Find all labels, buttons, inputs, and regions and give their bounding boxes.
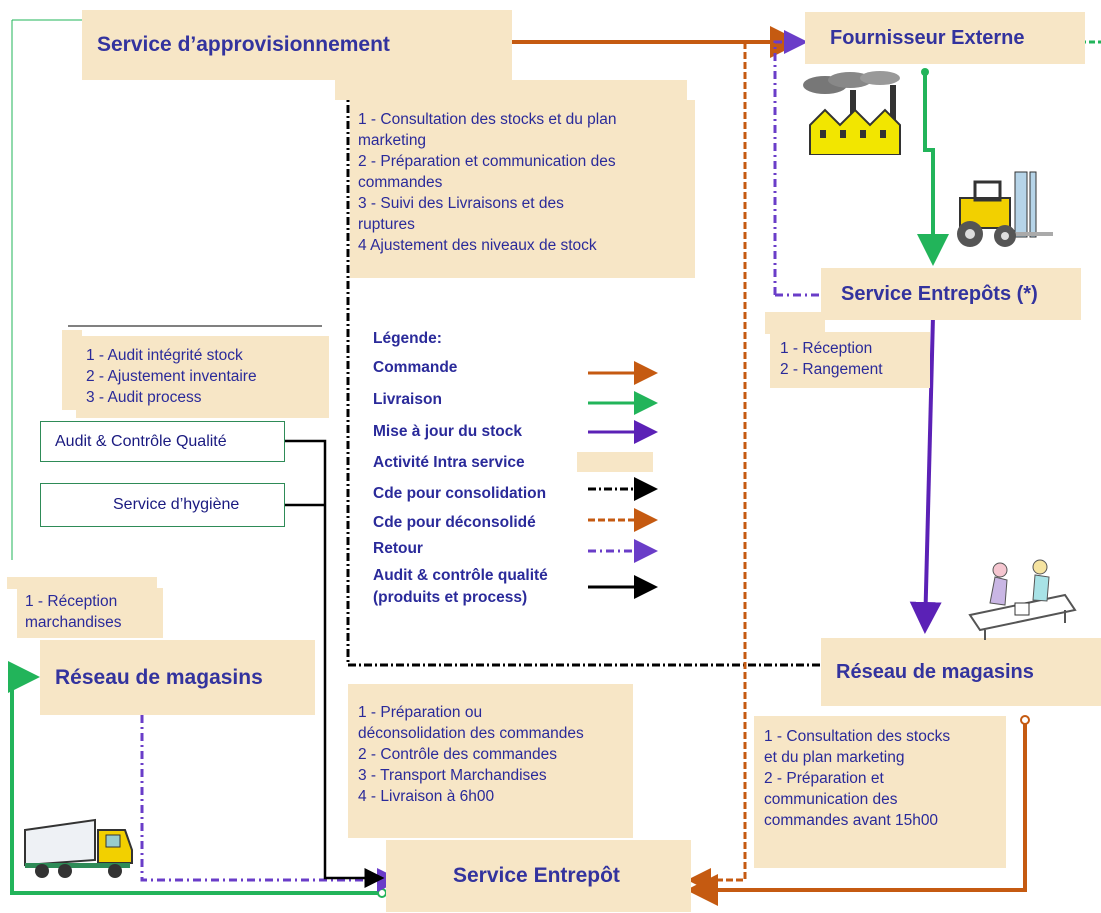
note-line: 3 - Transport Marchandises [358,767,547,784]
note-reseau-left-tab [7,577,157,589]
note-line: 3 - Suivi des Livraisons et des [358,195,564,212]
note-line: ruptures [358,216,415,233]
legend-label-audit: Audit & contrôle qualité [373,567,548,584]
note-line: 2 - Préparation et communication des [358,153,616,170]
note-line: 1 - Consultation des stocks et du plan [358,111,617,128]
legend-title: Légende: [373,330,442,347]
livraison-arrow-fournisseur-entrepots [917,72,949,266]
note-line: 4 - Livraison à 6h00 [358,788,495,805]
audit-arrow [285,439,385,888]
retour-arrow-to-fournisseur [773,30,808,295]
legend-swatch-activite [577,452,653,472]
legend-label-audit-2: (produits et process) [373,589,528,606]
people-working-icon [968,559,1077,640]
node-label: Réseau de magasins [836,660,1034,683]
note-line: 1 - Préparation ou [358,704,483,721]
legend-label-activite: Activité Intra service [373,454,525,471]
node-label: Service d’hygiène [113,496,240,513]
note-line: 3 - Audit process [86,389,202,406]
legend-label-livraison: Livraison [373,391,442,408]
note-line: et du plan marketing [764,749,905,766]
forklift-icon [957,171,1053,247]
note-line: 1 - Réception [780,340,873,357]
note-line: 4 Ajustement des niveaux de stock [358,237,597,254]
node-label: Service d’approvisionnement [97,33,390,56]
note-audit-shadow [62,330,82,410]
note-entrepot: 1 - Préparation ou déconsolidation des c… [348,684,633,838]
node-service-approvisionnement: Service d’approvisionnement [82,10,512,80]
commande-arrow-reseau-entrepot [686,724,1027,906]
note-line: 2 - Ajustement inventaire [86,368,257,385]
livraison-arrow-entrepot-reseau [8,661,378,895]
note-reseau-left: 1 - Réception marchandises [17,588,163,638]
note-strip [335,80,687,100]
note-line: 1 - Audit intégrité stock [86,347,243,364]
note-line: 2 - Contrôle des commandes [358,746,558,763]
note-line: commandes [358,174,443,191]
note-line: déconsolidation des commandes [358,725,584,742]
note-line: communication des [764,791,898,808]
note-entrepots: 1 - Réception 2 - Rangement [770,332,930,388]
node-fournisseur-externe: Fournisseur Externe [805,12,1085,64]
node-reseau-magasins-left: Réseau de magasins [40,640,315,715]
legend-label-retour: Retour [373,540,423,557]
legend-label-commande: Commande [373,359,458,376]
node-audit-controle-qualite: Audit & Contrôle Qualité [40,421,285,462]
note-line: marchandises [25,614,122,631]
node-label: Audit & Contrôle Qualité [55,432,227,450]
note-line: marketing [358,132,427,149]
factory-icon [803,71,901,155]
note-entrepots-tab [765,312,825,334]
note-line: 1 - Réception [25,593,118,610]
legend-label-consolidation: Cde pour consolidation [373,485,547,502]
legend-label-mise-a-jour: Mise à jour du stock [373,423,523,440]
node-service-entrepots: Service Entrepôts (*) [821,268,1081,320]
node-label: Fournisseur Externe [830,26,1025,49]
note-reseau-right: 1 - Consultation des stocks et du plan m… [754,716,1006,868]
note-audit: 1 - Audit intégrité stock 2 - Ajustement… [76,336,329,418]
node-service-hygiene: Service d’hygiène [40,483,285,527]
node-label: Service Entrepôts (*) [841,282,1038,305]
truck-icon [24,818,133,878]
node-reseau-magasins-right: Réseau de magasins [821,638,1101,706]
node-label: Service Entrepôt [453,864,620,887]
mise-a-jour-arrow [909,315,942,634]
retour-arrow-reseau-entrepot [140,715,401,892]
note-line: 2 - Préparation et [764,770,884,787]
deconsolide-arrow [687,42,747,892]
node-label: Réseau de magasins [55,665,263,689]
note-line: commandes avant 15h00 [764,812,939,829]
node-service-entrepot: Service Entrepôt [386,840,691,912]
consolidation-arrow [336,75,820,667]
legend-swatches [588,361,658,599]
legend-label-deconsolide: Cde pour déconsolidé [373,514,536,531]
note-line: 2 - Rangement [780,361,883,378]
note-appro: 1 - Consultation des stocks et du plan m… [350,100,695,278]
note-line: 1 - Consultation des stocks [764,728,951,745]
